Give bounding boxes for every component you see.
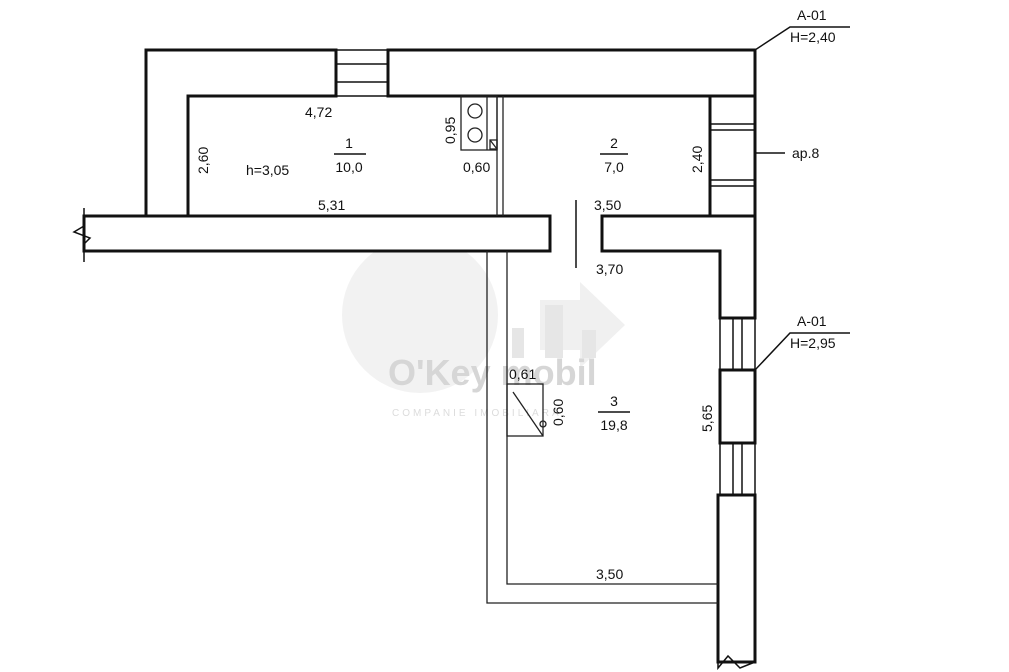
watermark-brand: O'Key mobil <box>388 352 597 393</box>
windows <box>336 49 756 495</box>
ceiling-height: h=3,05 <box>246 162 289 178</box>
room-area: 10,0 <box>335 159 362 175</box>
sink-diagonal <box>512 391 544 437</box>
room-3-label: 3 19,8 <box>598 393 630 433</box>
building-icon <box>512 328 524 358</box>
room-number: 2 <box>610 135 618 151</box>
sink-icon <box>489 139 498 150</box>
wall-right-mid <box>718 368 757 445</box>
dim-kitchen-top-width: 0,60 <box>463 159 490 175</box>
window-top <box>336 49 388 97</box>
sink-outline <box>506 383 544 437</box>
dim-corridor-top: 3,50 <box>594 197 621 213</box>
sink-fixture <box>506 383 547 437</box>
watermark: O'Key mobil COMPANIE IMOBILIARA <box>342 237 625 419</box>
dim-room3-bottom-width: 3,50 <box>596 566 623 582</box>
leader-section-2 <box>754 332 850 371</box>
building-icon <box>545 305 563 358</box>
building-icon <box>582 330 596 358</box>
drain-icon <box>539 420 547 428</box>
dim-room1-bottom-width: 5,31 <box>318 197 345 213</box>
break-symbols <box>72 208 756 671</box>
section-height: H=2,40 <box>790 29 836 45</box>
room-area: 7,0 <box>604 159 624 175</box>
break-bottom-icon <box>717 654 756 671</box>
dim-room2-right-height: 2,40 <box>689 146 705 173</box>
break-left-icon <box>72 208 92 262</box>
room3-outer-partition <box>486 251 718 604</box>
section-leaders <box>754 26 850 371</box>
wall-top-right <box>386 48 757 98</box>
dim-corridor-bottom: 3,70 <box>596 261 623 277</box>
wall-middle-right <box>600 214 757 320</box>
wall-right-upper <box>708 94 757 218</box>
dim-room1-left-height: 2,60 <box>195 147 211 174</box>
stove-fixture <box>460 95 498 151</box>
apartment-number: ap.8 <box>792 145 819 161</box>
annotations: A-01 H=2,40 A-01 H=2,95 ap.8 <box>790 7 836 351</box>
wall-middle-left <box>82 214 552 253</box>
section-height: H=2,95 <box>790 335 836 351</box>
dim-kitchen-bottom-width: 0,61 <box>509 366 536 382</box>
watermark-tagline: COMPANIE IMOBILIARA <box>392 408 562 419</box>
window-right-lower <box>719 443 756 495</box>
section-code: A-01 <box>797 313 827 329</box>
dim-room3-right-height: 5,65 <box>699 405 715 432</box>
room-number: 1 <box>345 135 353 151</box>
dim-kitchen-bottom-height: 0,60 <box>550 399 566 426</box>
dim-room1-top-width: 4,72 <box>305 104 332 120</box>
room-number: 3 <box>610 393 618 409</box>
leader-section-1 <box>754 26 850 51</box>
room3-inner-partition <box>506 251 718 585</box>
room-1-label: 1 10,0 <box>334 135 366 175</box>
burner-icon <box>467 103 483 119</box>
room-labels: 1 10,0 2 7,0 3 19,8 h=3,05 <box>246 135 630 433</box>
wall-top-left <box>144 48 338 218</box>
section-code: A-01 <box>797 7 827 23</box>
dimension-labels: 4,72 2,60 5,31 0,95 0,60 2,40 3,50 3,70 … <box>195 104 715 582</box>
walls <box>82 48 757 664</box>
wall-right-lower <box>716 493 757 664</box>
window-right-middle <box>719 318 756 370</box>
dim-kitchen-top-height: 0,95 <box>442 117 458 144</box>
room-2-label: 2 7,0 <box>600 135 628 175</box>
window-right-upper <box>710 123 755 187</box>
burner-icon <box>467 127 483 143</box>
stove-outline <box>460 95 498 151</box>
room-area: 19,8 <box>600 417 627 433</box>
door-opening-middle <box>549 200 603 268</box>
